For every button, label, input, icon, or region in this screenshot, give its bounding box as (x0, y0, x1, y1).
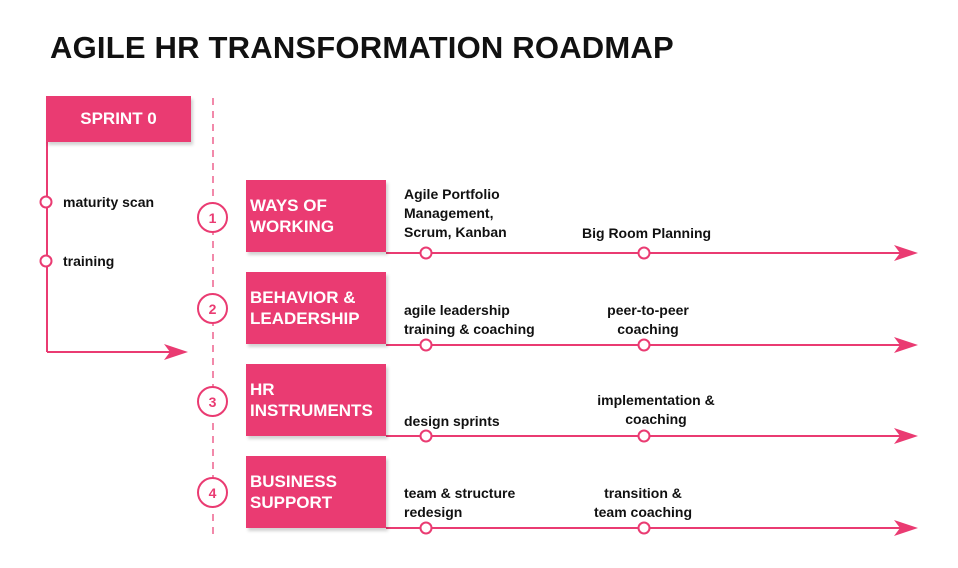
phase2-box: BEHAVIOR & LEADERSHIP (246, 272, 386, 344)
phase4-arrowhead (894, 520, 918, 536)
phase3-box: HR INSTRUMENTS (246, 364, 386, 436)
phase1-arrowhead (894, 245, 918, 261)
phase2-title: BEHAVIOR & LEADERSHIP (250, 288, 360, 328)
sprint0-label: SPRINT 0 (80, 109, 157, 128)
phase1-milestone-2: Big Room Planning (582, 225, 712, 241)
sprint0-node-maturity-scan (39, 195, 53, 209)
phase1-node-1 (419, 246, 433, 260)
phase1-milestone-1: Agile Portfolio Management, Scrum, Kanba… (404, 186, 507, 240)
phase2-node-1 (419, 338, 433, 352)
phase4-node-2 (637, 521, 651, 535)
phase4-node-1 (419, 521, 433, 535)
phase4-milestone-2: transition & team coaching (593, 485, 693, 520)
phase3-milestone-2: implementation & coaching (597, 392, 715, 427)
sprint0-item-training: training (63, 253, 115, 269)
phase2-arrowhead (894, 337, 918, 353)
phase3-number: 3 (208, 393, 217, 410)
phase1-title: WAYS OF WORKING (250, 196, 335, 236)
phase3-arrowhead (894, 428, 918, 444)
phase4-number-badge: 4 (197, 477, 228, 508)
phase3-title: HR INSTRUMENTS (250, 380, 373, 420)
phase3-node-2 (637, 429, 651, 443)
sprint0-arrowhead (164, 344, 188, 360)
sprint0-item-maturity-scan: maturity scan (63, 194, 155, 210)
phase2-number: 2 (208, 300, 217, 317)
phase2-milestone-1: agile leadership training & coaching (404, 302, 535, 337)
phase4-milestone-1: team & structure redesign (404, 485, 516, 520)
phase3-milestone-1: design sprints (404, 413, 500, 429)
phase1-node-2 (637, 246, 651, 260)
phase2-node-2 (637, 338, 651, 352)
sprint0-node-training (39, 254, 53, 268)
phase2-milestone-2: peer-to-peer coaching (607, 302, 689, 337)
phase4-title: BUSINESS SUPPORT (250, 472, 337, 512)
phase2-number-badge: 2 (197, 293, 228, 324)
phase4-box: BUSINESS SUPPORT (246, 456, 386, 528)
phase1-number-badge: 1 (197, 202, 228, 233)
phase1-number: 1 (208, 209, 217, 226)
phase3-number-badge: 3 (197, 386, 228, 417)
phase3-node-1 (419, 429, 433, 443)
phase4-number: 4 (208, 484, 217, 501)
phase1-box: WAYS OF WORKING (246, 180, 386, 252)
sprint0-box: SPRINT 0 (46, 96, 191, 142)
page-title: AGILE HR TRANSFORMATION ROADMAP (50, 30, 674, 65)
